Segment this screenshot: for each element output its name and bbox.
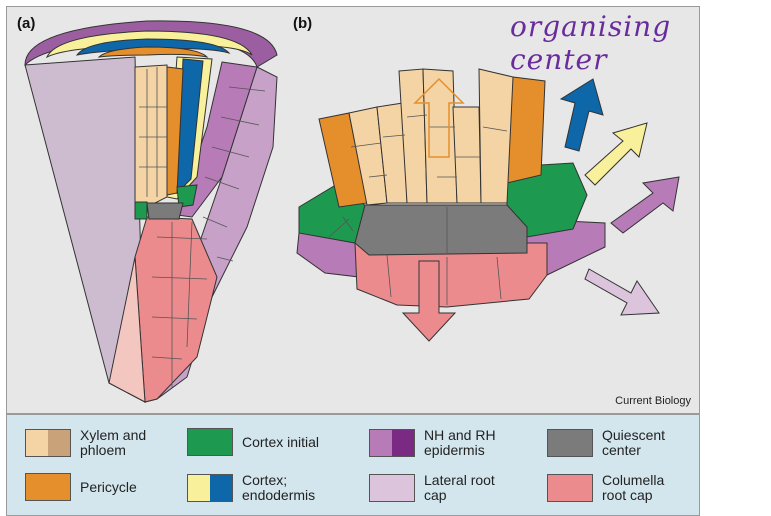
swatch-color xyxy=(26,430,48,456)
panel-a-label: (a) xyxy=(17,15,35,32)
legend-item-xylem-phloem: Xylem and phloem xyxy=(25,428,146,458)
legend-label: Cortex; endodermis xyxy=(242,473,315,503)
swatch-color xyxy=(188,475,210,501)
legend-label: Quiescent center xyxy=(602,428,665,458)
panel-b-label: (b) xyxy=(293,15,312,32)
legend-label: Xylem and phloem xyxy=(80,428,146,458)
handwritten-annotation: organising center xyxy=(510,10,771,76)
legend-item-columella-root-cap: Columella root cap xyxy=(547,473,664,503)
legend-swatch xyxy=(369,474,415,502)
swatch-color xyxy=(548,430,592,456)
legend-swatch xyxy=(547,474,593,502)
swatch-color xyxy=(188,429,232,455)
legend-label: NH and RH epidermis xyxy=(424,428,496,458)
legend-item-pericycle: Pericycle xyxy=(25,473,137,501)
legend-item-quiescent-center: Quiescent center xyxy=(547,428,665,458)
legend-swatch xyxy=(187,474,233,502)
legend-item-cortex-endodermis: Cortex; endodermis xyxy=(187,473,315,503)
swatch-color xyxy=(548,475,592,501)
swatch-color xyxy=(48,430,70,456)
legend-swatch xyxy=(369,429,415,457)
legend-item-cortex-initial: Cortex initial xyxy=(187,428,319,456)
swatch-color xyxy=(26,474,70,500)
credit-text: Current Biology xyxy=(615,395,691,407)
legend-swatch xyxy=(25,429,71,457)
legend-swatch xyxy=(547,429,593,457)
swatch-color xyxy=(370,475,414,501)
swatch-color xyxy=(210,475,232,501)
legend-panel: Xylem and phloem Cortex initial NH and R… xyxy=(6,414,700,516)
swatch-color xyxy=(370,430,392,456)
legend-label: Cortex initial xyxy=(242,435,319,450)
legend-item-lateral-root-cap: Lateral root cap xyxy=(369,473,495,503)
legend-label: Columella root cap xyxy=(602,473,664,503)
legend-label: Pericycle xyxy=(80,480,137,495)
legend-item-epidermis: NH and RH epidermis xyxy=(369,428,496,458)
swatch-color xyxy=(392,430,414,456)
legend-label: Lateral root cap xyxy=(424,473,495,503)
legend-swatch xyxy=(25,473,71,501)
root-cone-3d xyxy=(25,21,277,402)
root-tip-section xyxy=(297,69,679,341)
legend-swatch xyxy=(187,428,233,456)
